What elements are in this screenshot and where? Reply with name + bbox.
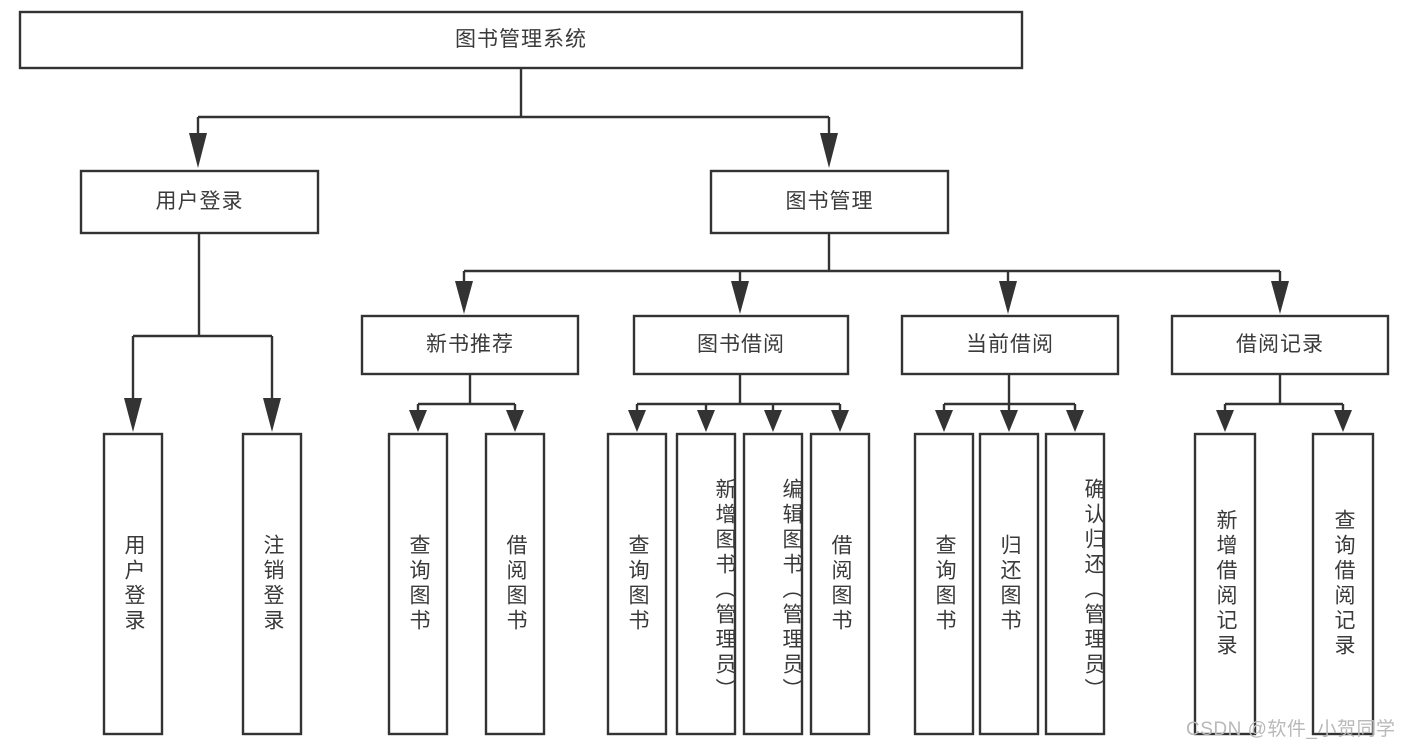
arrow-head-leaf-query-record [1334, 410, 1352, 432]
node-leaf-query-book-3[interactable] [913, 432, 975, 736]
arrow-head-to-book-borrow [731, 281, 749, 314]
arrow-head-leaf-return-book [1000, 410, 1018, 432]
node-leaf-user-login[interactable] [102, 432, 164, 736]
node-current-borrow[interactable] [900, 314, 1120, 376]
arrow-head-leaf-user-login [124, 398, 142, 432]
node-leaf-borrow-book-1[interactable] [484, 432, 546, 736]
arrow-head-leaf-edit-book [764, 410, 782, 432]
node-leaf-borrow-book-2[interactable] [809, 432, 871, 736]
node-borrow-record[interactable] [1170, 314, 1390, 376]
node-root-system[interactable] [18, 10, 1024, 70]
arrow-head-leaf-query-book-1 [409, 410, 427, 432]
arrow-head-leaf-confirm-return [1066, 410, 1084, 432]
node-leaf-query-book-1[interactable] [387, 432, 449, 736]
node-leaf-query-book-2[interactable] [606, 432, 668, 736]
node-leaf-return-book[interactable] [978, 432, 1040, 736]
node-leaf-add-record[interactable] [1193, 432, 1257, 736]
node-leaf-confirm-return[interactable] [1044, 432, 1106, 736]
node-leaf-logout[interactable] [241, 432, 303, 736]
node-leaf-edit-book[interactable] [742, 432, 804, 736]
node-book-borrow[interactable] [632, 314, 850, 376]
arrow-head-leaf-logout [263, 398, 281, 432]
node-book-manage[interactable] [709, 169, 950, 235]
arrow-head-leaf-borrow-book-2 [831, 410, 849, 432]
arrow-head-to-borrow-record [1271, 281, 1289, 314]
arrow-head-leaf-query-book-3 [935, 410, 953, 432]
arrow-head-to-new-book-recommend [455, 281, 473, 314]
arrow-head-to-current-borrow [999, 281, 1017, 314]
arrow-head-leaf-borrow-book-1 [506, 410, 524, 432]
node-user-login[interactable] [79, 169, 320, 235]
node-new-book-recommend[interactable] [360, 314, 580, 376]
node-leaf-add-book[interactable] [675, 432, 737, 736]
arrow-head-leaf-add-record [1216, 410, 1234, 432]
arrow-head-leaf-query-book-2 [628, 410, 646, 432]
node-leaf-query-record[interactable] [1311, 432, 1375, 736]
arrow-head-leaf-add-book [697, 410, 715, 432]
arrow-head-to-book-manage [820, 133, 838, 168]
arrow-head-to-user-login [189, 133, 207, 168]
